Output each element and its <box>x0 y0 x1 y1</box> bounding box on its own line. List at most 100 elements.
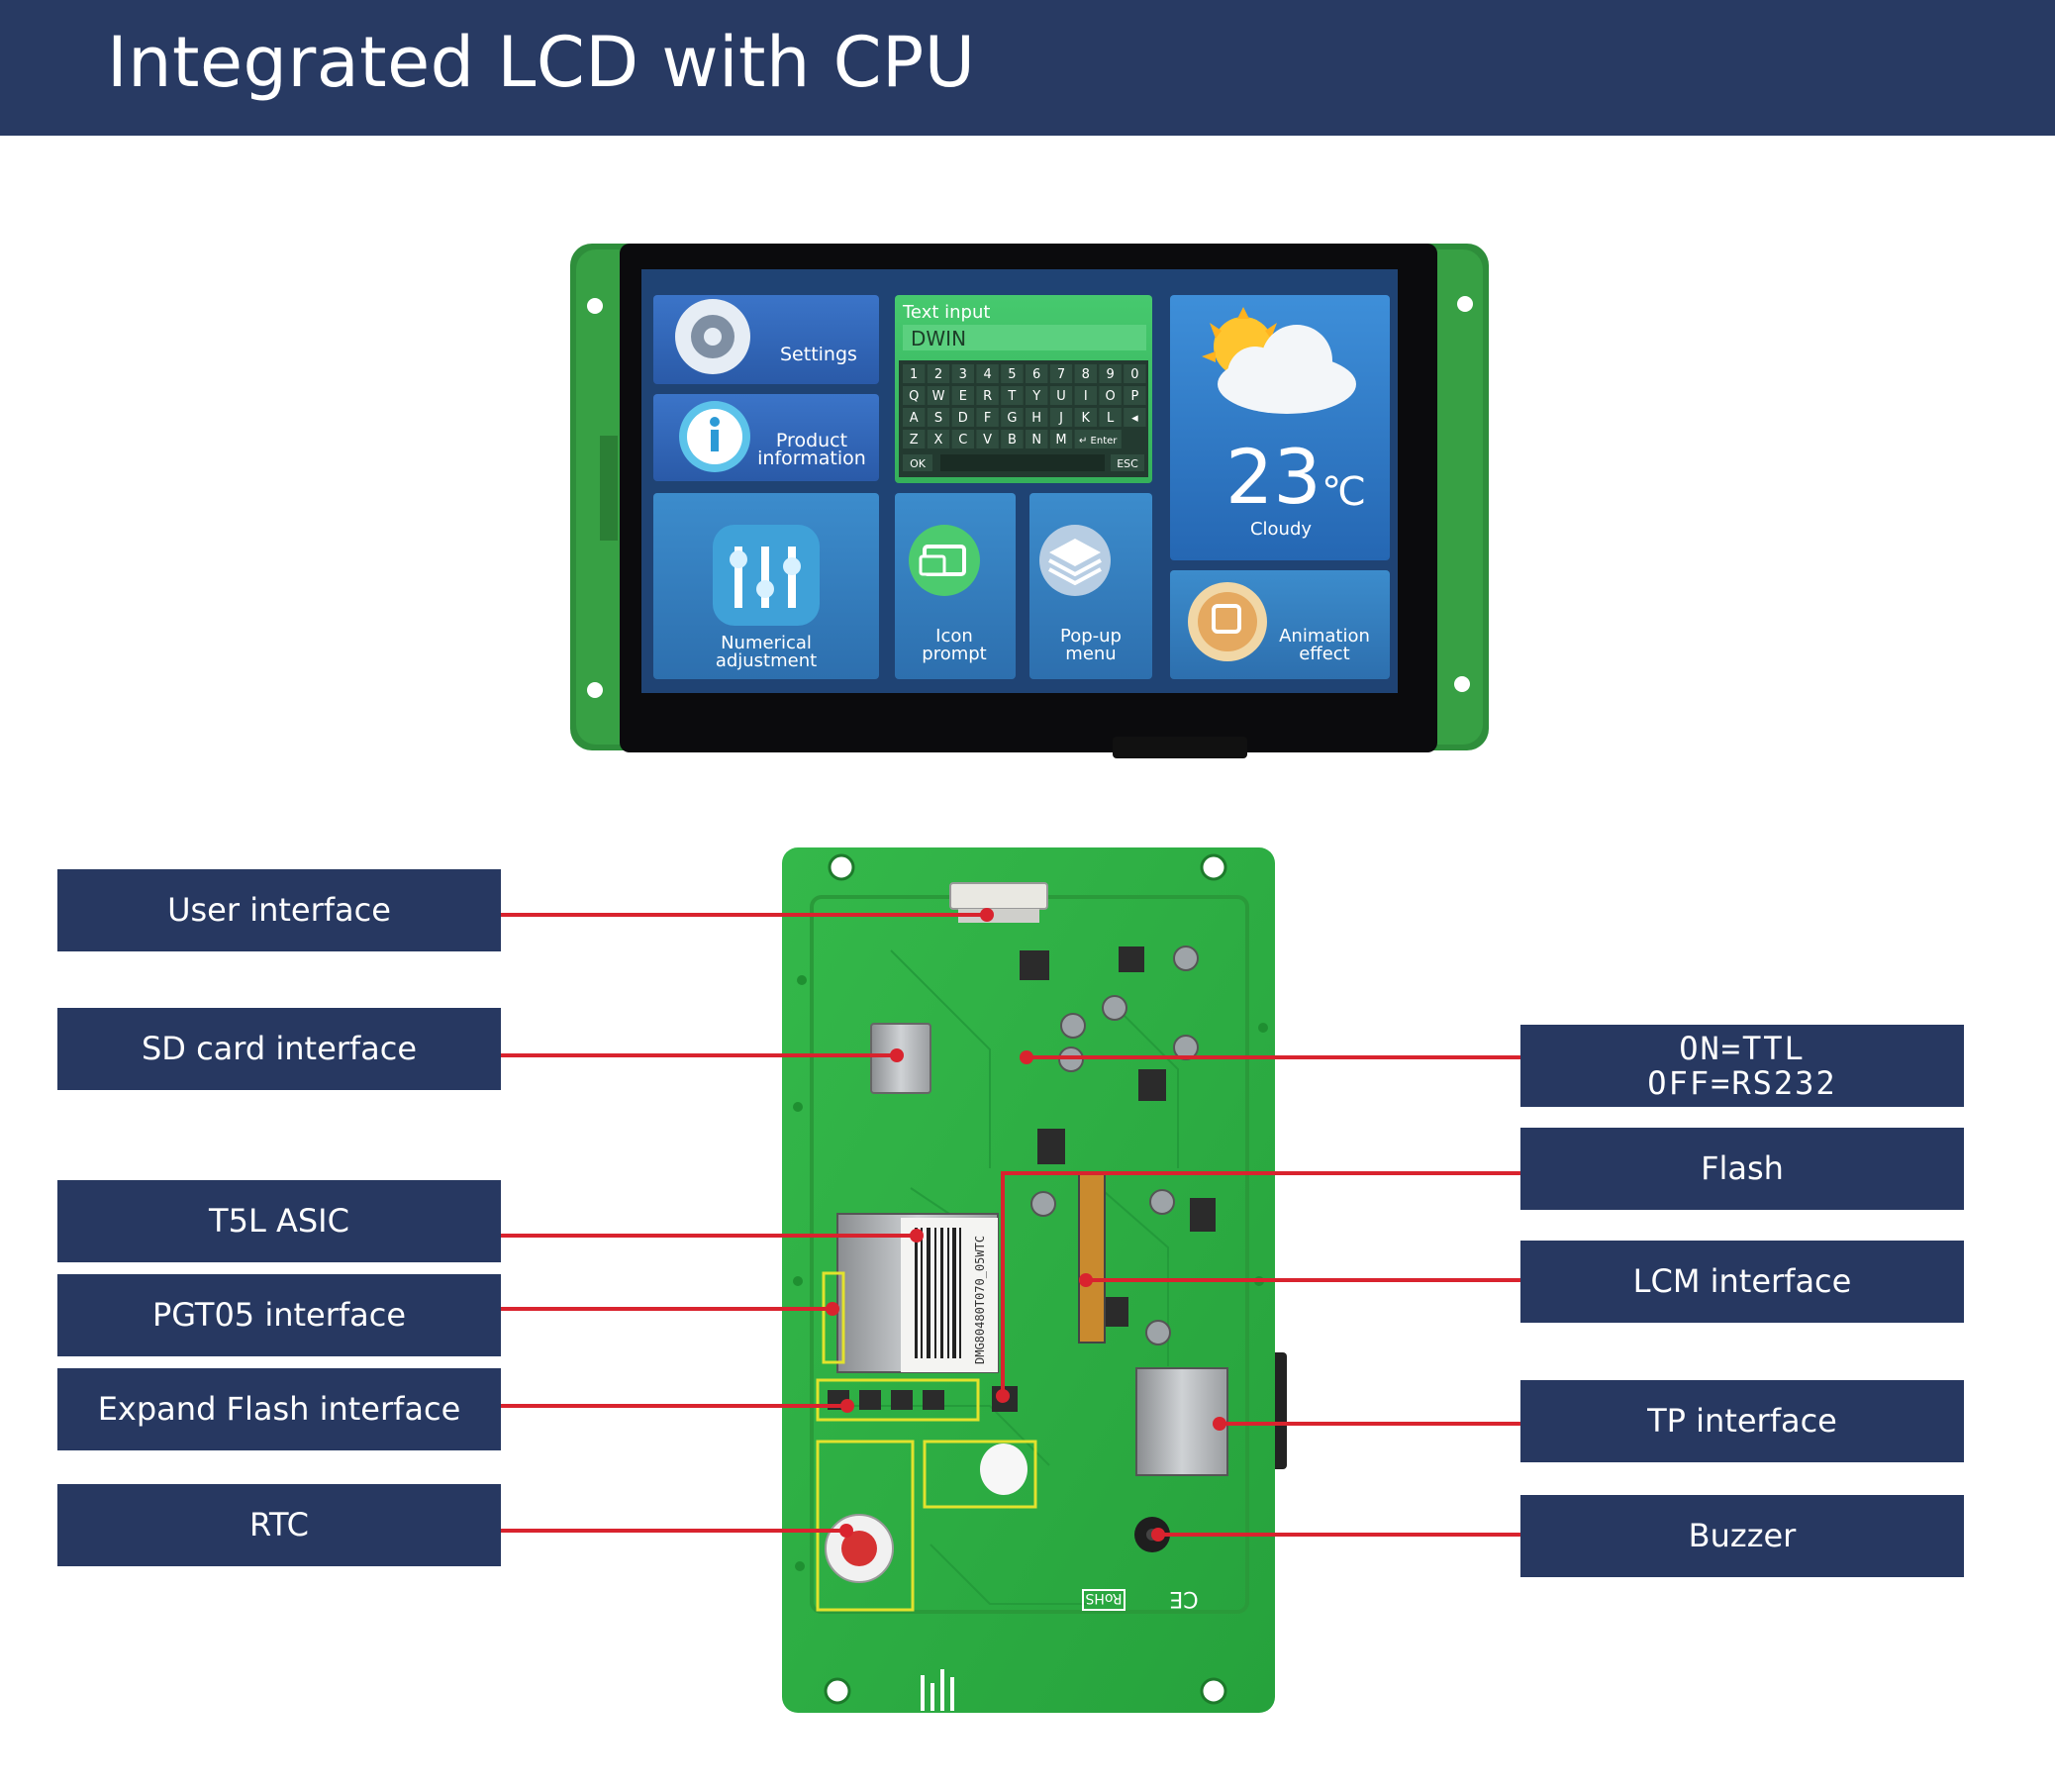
icon-prompt-label-2: prompt <box>922 644 986 664</box>
keyboard-key <box>1026 408 1048 427</box>
animation-label-1: Animation <box>1279 626 1370 647</box>
keyboard-key-label: C <box>958 433 967 448</box>
settings-tile: Settings <box>653 295 879 384</box>
keyboard-key-label: 8 <box>1082 367 1090 382</box>
temperature-unit: ℃ <box>1321 469 1366 515</box>
keyboard-key-label: Q <box>909 389 919 404</box>
keyboard-key <box>1074 408 1097 427</box>
weather-tile: 23 ℃ Cloudy <box>1170 295 1390 560</box>
keyboard-key <box>1001 364 1024 383</box>
keyboard-key-label: O <box>1105 389 1115 404</box>
callout-flash: Flash <box>1520 1128 1964 1210</box>
text-input-label: Text input <box>902 302 990 323</box>
expand-flash-pads <box>816 1378 980 1422</box>
callout-lcm-interface: LCM interface <box>1520 1241 1964 1323</box>
callout-user-interface: User interface <box>57 869 501 951</box>
page-title: Integrated LCD with CPU <box>107 22 976 103</box>
weather-label: Cloudy <box>1250 519 1312 540</box>
keyboard-key <box>903 408 926 427</box>
mount-hole <box>828 853 855 881</box>
product-info-label-1: Product <box>776 430 847 451</box>
keyboard-key-label: J <box>1058 411 1063 426</box>
callout-expand-flash-interface: Expand Flash interface <box>57 1368 501 1450</box>
animation-tile: Animation effect <box>1170 570 1390 679</box>
mount-hole <box>1200 853 1227 881</box>
keyboard-key <box>927 386 950 405</box>
keyboard-key <box>1124 386 1146 405</box>
key-esc: ESC <box>1117 457 1138 470</box>
keyboard-key-label: T <box>1007 389 1016 404</box>
keyboard-key-label: ↵ Enter <box>1079 436 1118 447</box>
icon-prompt-label-1: Icon <box>935 626 973 647</box>
keyboard-key-label: I <box>1084 389 1088 404</box>
keyboard-key <box>1049 386 1073 405</box>
keyboard-key <box>1001 430 1024 448</box>
keyboard-key-label: H <box>1031 411 1041 426</box>
keyboard-key <box>1099 386 1122 405</box>
keyboard-key-label: R <box>983 389 992 404</box>
temperature-value: 23 <box>1225 433 1321 521</box>
keyboard-key <box>903 364 926 383</box>
keyboard-key <box>1001 386 1024 405</box>
keyboard-key-label: 4 <box>983 367 991 382</box>
numerical-label-1: Numerical <box>721 633 812 653</box>
keyboard-key-label: 1 <box>910 367 918 382</box>
keyboard-key-label: A <box>910 411 919 426</box>
rtc-cap <box>980 1444 1028 1495</box>
keyboard-key <box>1026 430 1048 448</box>
keyboard-key <box>976 364 999 383</box>
keyboard-key <box>927 364 950 383</box>
keyboard-key <box>1074 430 1122 448</box>
numerical-label-2: adjustment <box>716 650 817 671</box>
mount-hole <box>587 682 603 698</box>
keyboard-key <box>903 386 926 405</box>
keyboard-key <box>951 408 974 427</box>
mount-hole <box>1454 676 1470 692</box>
animation-label-2: effect <box>1299 644 1350 664</box>
keyboard-key-label: S <box>934 411 942 426</box>
product-info-label-2: information <box>757 448 866 469</box>
keyboard-key <box>927 408 950 427</box>
keyboard-key <box>1049 430 1073 448</box>
mount-hole <box>1457 296 1473 312</box>
tp-connector <box>1135 1367 1228 1476</box>
keyboard-key <box>1099 364 1122 383</box>
keyboard-key-label: 5 <box>1008 367 1016 382</box>
keyboard-key-label: Z <box>910 433 919 448</box>
keyboard-key <box>1026 364 1048 383</box>
keyboard-key <box>1049 364 1073 383</box>
numerical-tile: Numerical adjustment <box>653 493 879 679</box>
mount-hole <box>587 298 603 314</box>
keyboard-key <box>976 408 999 427</box>
popup-label-2: menu <box>1065 644 1116 664</box>
callout-ttl-rs232: ON=TTL OFF=RS232 <box>1520 1025 1964 1107</box>
keyboard-key <box>1001 408 1024 427</box>
text-input-value: DWIN <box>911 327 966 350</box>
callout-rtc: RTC <box>57 1484 501 1566</box>
mount-hole <box>824 1677 851 1705</box>
keyboard-key <box>1074 386 1097 405</box>
keyboard-key-label: F <box>984 411 991 426</box>
cloud-icon <box>1218 325 1356 414</box>
keyboard-key-label: G <box>1007 411 1017 426</box>
keyboard-key-label: 0 <box>1130 367 1138 382</box>
keyboard-key-label: K <box>1082 411 1091 426</box>
pcb-back: DMG80480T070_05WTC RoHS CE <box>782 847 1287 1713</box>
keyboard-key <box>951 386 974 405</box>
keyboard-key <box>1049 408 1073 427</box>
keyboard-key-label: 2 <box>934 367 942 382</box>
keyboard-key-label: B <box>1008 433 1017 448</box>
keyboard-key-label: U <box>1056 389 1066 404</box>
product-info-tile: Product information <box>653 394 879 481</box>
keyboard-key-label: L <box>1107 411 1115 426</box>
keyboard-key-label: N <box>1031 433 1041 448</box>
keyboard-key <box>1099 408 1122 427</box>
keyboard-key-label: ◂ <box>1131 411 1138 426</box>
callout-buzzer: Buzzer <box>1520 1495 1964 1577</box>
callout-t5l-asic: T5L ASIC <box>57 1180 501 1262</box>
keyboard-key <box>1124 364 1146 383</box>
callout-pgt05-interface: PGT05 interface <box>57 1274 501 1356</box>
